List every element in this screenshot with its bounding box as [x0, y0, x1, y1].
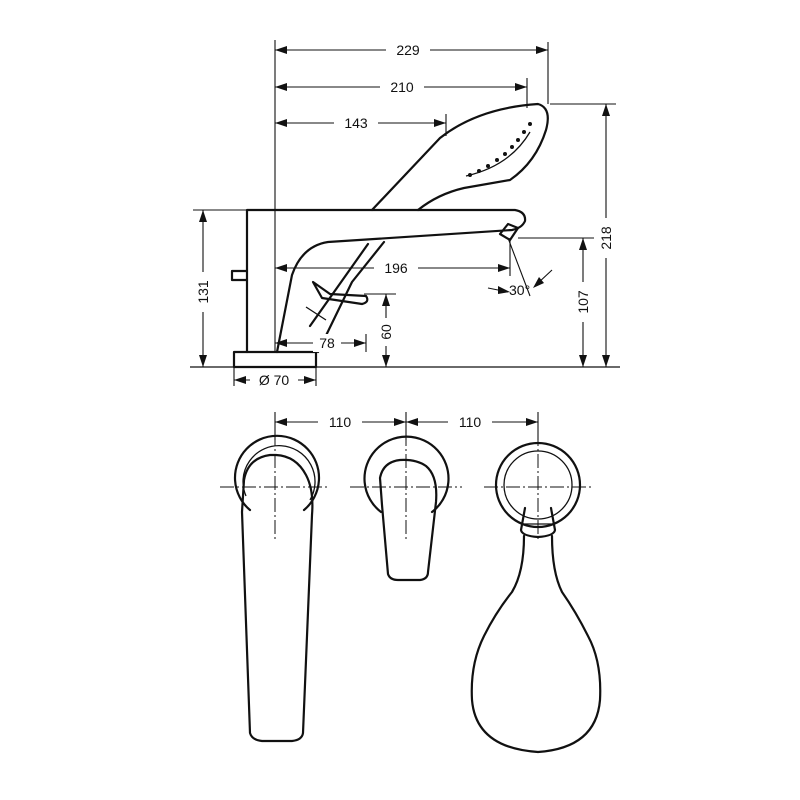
dim-229-label: 229 — [396, 42, 420, 58]
dim-78-label: 78 — [319, 335, 335, 351]
dim-131-label: 131 — [195, 280, 211, 304]
dim-60-label: 60 — [378, 324, 394, 340]
dim-196-label: 196 — [384, 260, 408, 276]
side-view: 229 210 143 218 — [190, 40, 620, 389]
dim-diameter-70: Ø 70 — [233, 368, 317, 389]
dim-218: 218 — [550, 103, 616, 367]
dim-107: 107 — [518, 237, 594, 367]
dim-30-degrees-label: 30° — [509, 282, 530, 298]
dim-110-right: 110 — [406, 412, 539, 440]
dim-diameter-70-label: Ø 70 — [259, 372, 290, 388]
dim-110-right-label: 110 — [459, 414, 482, 430]
top-view: 110 110 — [220, 412, 602, 754]
dim-229: 229 — [274, 40, 549, 352]
hand-shower-top-view — [470, 432, 602, 754]
dim-143: 143 — [275, 113, 447, 136]
shower-head-face — [465, 131, 531, 177]
base-flange — [232, 350, 318, 369]
dim-196: 196 — [275, 238, 511, 278]
dim-60: 60 — [364, 293, 396, 367]
spout-top-shape — [240, 453, 314, 743]
spout-body — [245, 208, 527, 354]
hose-inner — [308, 242, 370, 328]
dim-131: 131 — [193, 209, 247, 367]
shower-rosette — [494, 441, 582, 529]
side-pin — [230, 269, 249, 282]
spout-rosette-inner — [242, 445, 316, 501]
spout-top-view — [220, 432, 330, 743]
lever-handle — [311, 280, 369, 306]
spout-rosette — [233, 434, 321, 512]
mixer-lever — [378, 458, 438, 582]
mixer-lever-top-view — [350, 432, 462, 582]
shower-handle-top — [470, 534, 602, 754]
lever-handle-link — [305, 306, 327, 321]
shower-rosette-inner — [503, 450, 573, 520]
dim-110-left-label: 110 — [329, 414, 352, 430]
hand-shower — [370, 102, 549, 212]
dim-107-label: 107 — [575, 290, 591, 314]
spout-outlet — [498, 222, 520, 242]
dim-78: 78 — [275, 334, 367, 352]
dim-143-label: 143 — [344, 115, 368, 131]
mixer-rosette — [363, 435, 450, 514]
dim-210: 210 — [275, 77, 528, 108]
dim-30-degrees: 30° — [487, 237, 553, 298]
spray-holes — [468, 122, 532, 177]
shower-hose-coupling — [519, 506, 557, 539]
dim-218-label: 218 — [598, 226, 614, 250]
dim-210-label: 210 — [390, 79, 414, 95]
hose — [316, 240, 386, 354]
dim-110-left: 110 — [274, 412, 407, 440]
